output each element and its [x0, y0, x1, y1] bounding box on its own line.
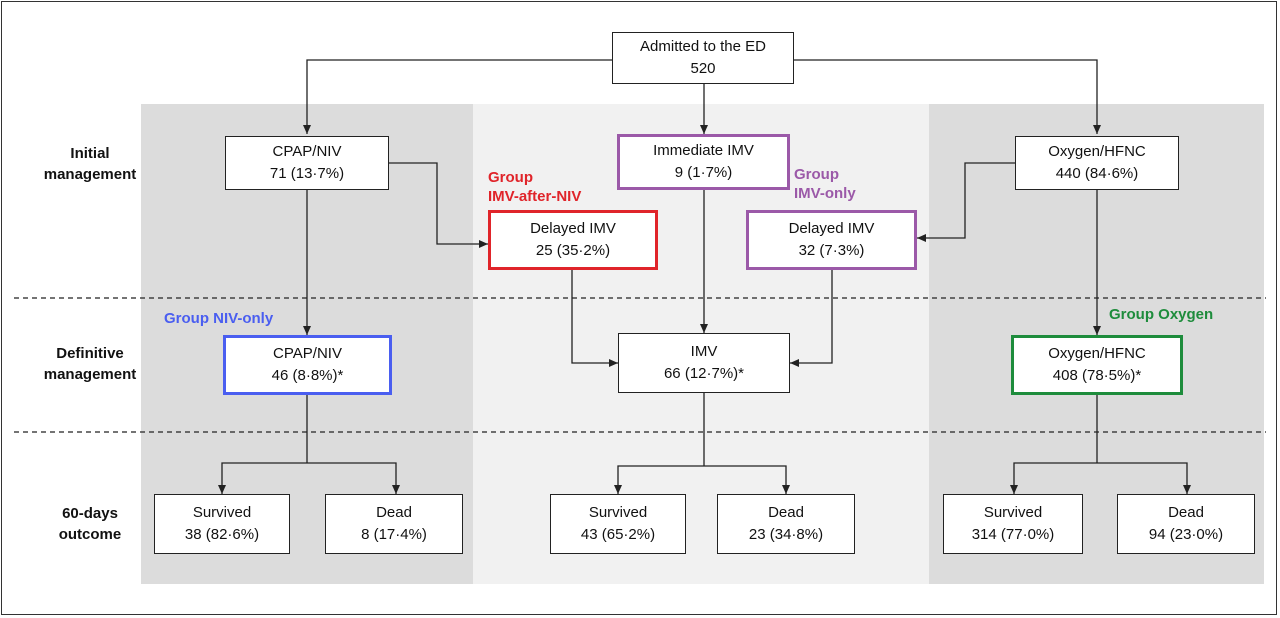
arrow — [389, 162, 488, 248]
arrow — [307, 462, 400, 494]
arrow — [303, 59, 612, 134]
arrow — [571, 270, 618, 367]
arrow — [1097, 462, 1191, 494]
arrow — [218, 462, 307, 494]
arrow — [794, 59, 1101, 134]
arrow — [614, 465, 704, 494]
arrow — [917, 162, 1015, 242]
arrow — [790, 270, 833, 367]
arrow — [1010, 462, 1097, 494]
arrow — [704, 465, 790, 494]
group-label-niv-only: Group NIV-only — [164, 310, 274, 327]
group-label-oxygen: Group Oxygen — [1109, 306, 1214, 323]
